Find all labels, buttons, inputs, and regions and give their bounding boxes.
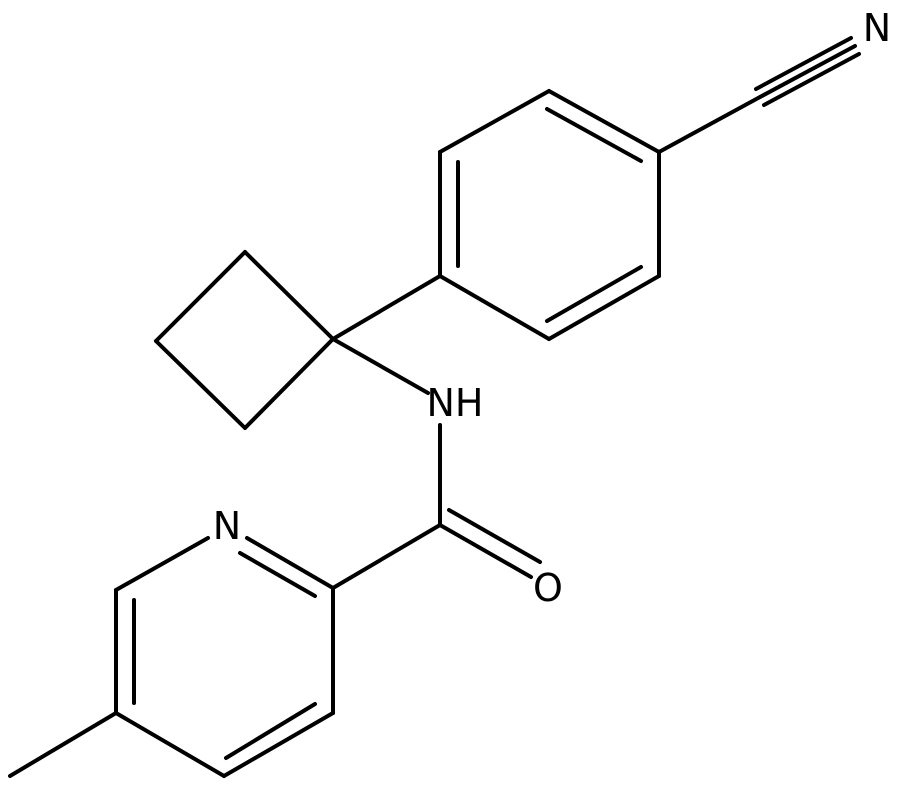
bond-cyclobutane-to-nh xyxy=(331,337,430,395)
bond-nitrile-triple-2 xyxy=(762,52,861,107)
atom-labels: N NH N O xyxy=(213,6,891,610)
bond-carbonyl-to-pyridine xyxy=(331,523,442,590)
pyridine-nitrogen-label: N xyxy=(213,504,241,548)
bond-benzene-to-cyclobutane xyxy=(331,274,442,341)
bond-pyridine-c4-c3-inner xyxy=(224,702,317,760)
bonds xyxy=(8,36,861,778)
bond-benzene-4 xyxy=(438,274,551,341)
bond-methyl xyxy=(8,711,118,778)
bond-benzene-5 xyxy=(547,274,661,341)
bond-carbonyl-double-1 xyxy=(438,523,533,579)
carbonyl-oxygen-label: O xyxy=(533,566,563,610)
bond-pyridine-c5-c4 xyxy=(114,711,226,778)
bond-pyridine-c2-n1 xyxy=(245,536,335,590)
bond-benzene-1 xyxy=(547,89,661,154)
bond-nitrile-triple-1 xyxy=(758,44,857,99)
bond-benzene-1-inner xyxy=(545,107,643,163)
bond-carbonyl-double-2 xyxy=(447,508,542,564)
bond-benzene-2 xyxy=(438,89,551,154)
bond-pyridine-c4-c3 xyxy=(222,711,335,778)
amide-nh-label: NH xyxy=(427,381,484,425)
bond-cyclobutane-4 xyxy=(243,337,335,430)
bond-pyridine-c2-n1-inner xyxy=(238,551,317,598)
nitrile-nitrogen-label: N xyxy=(863,6,891,50)
bond-nitrile-to-ring xyxy=(657,95,762,154)
bond-benzene-5-inner xyxy=(545,265,643,323)
bond-cyclobutane-2 xyxy=(154,250,247,343)
bond-cyclobutane-1 xyxy=(243,250,335,341)
bond-cyclobutane-3 xyxy=(154,339,247,430)
bond-nitrile-triple-3 xyxy=(754,36,853,91)
bond-pyridine-n1-c6 xyxy=(114,536,210,592)
